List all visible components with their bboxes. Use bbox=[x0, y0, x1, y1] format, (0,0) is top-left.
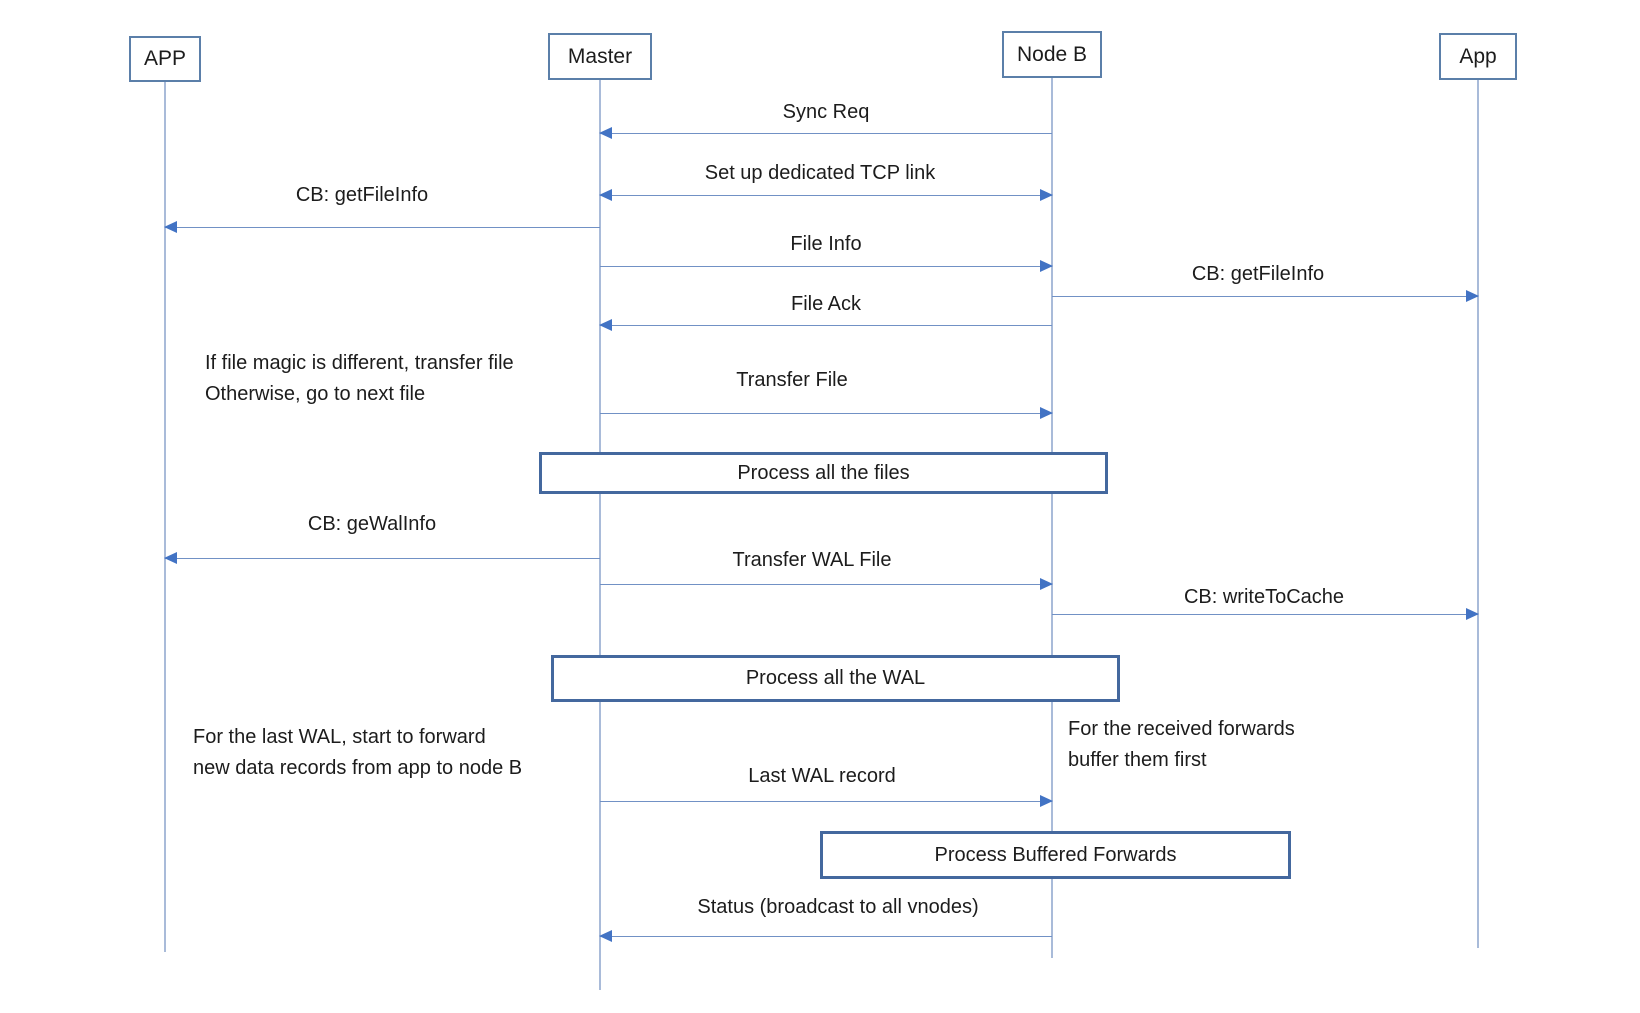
message-transfer-file-arrow bbox=[600, 407, 1053, 419]
message-cb-getfileinfo-left-label: CB: getFileInfo bbox=[295, 184, 429, 206]
message-transfer-wal-arrow bbox=[600, 578, 1053, 590]
note-file-magic: If file magic is different, transfer fil… bbox=[205, 352, 514, 405]
actor-box-app-left: APP bbox=[129, 36, 201, 82]
process-box-files: Process all the files bbox=[539, 452, 1108, 494]
message-status-broadcast-label: Status (broadcast to all vnodes) bbox=[697, 896, 979, 918]
message-tcp-link-arrow bbox=[599, 189, 1053, 201]
actor-box-app-right: App bbox=[1439, 33, 1517, 80]
message-last-wal-record-arrow bbox=[600, 795, 1053, 807]
message-file-ack-label: File Ack bbox=[790, 293, 862, 315]
note-last-wal-forward: For the last WAL, start to forward new d… bbox=[193, 726, 523, 779]
actor-box-node-b: Node B bbox=[1002, 31, 1102, 78]
message-sync-req-label: Sync Req bbox=[782, 101, 870, 123]
actor-label-node-b: Node B bbox=[1016, 42, 1088, 66]
actor-box-master: Master bbox=[548, 33, 652, 80]
lifeline-app-right bbox=[1477, 80, 1479, 948]
message-file-ack-arrow bbox=[599, 319, 1052, 331]
process-box-files-label: Process all the files bbox=[737, 461, 910, 484]
message-cb-writetocache-label: CB: writeToCache bbox=[1183, 586, 1345, 608]
message-file-info-label: File Info bbox=[790, 233, 862, 255]
process-box-buffered-forwards-label: Process Buffered Forwards bbox=[934, 843, 1177, 866]
process-box-wal: Process all the WAL bbox=[551, 655, 1120, 702]
message-transfer-file-label: Transfer File bbox=[736, 369, 848, 391]
note-received-forwards: For the received forwards buffer them fi… bbox=[1068, 718, 1295, 771]
message-file-info-arrow bbox=[600, 260, 1053, 272]
message-status-broadcast-arrow bbox=[599, 930, 1052, 942]
message-sync-req-arrow bbox=[599, 127, 1052, 139]
message-tcp-link-label: Set up dedicated TCP link bbox=[704, 162, 936, 184]
message-last-wal-record-label: Last WAL record bbox=[748, 765, 896, 787]
actor-label-master: Master bbox=[567, 44, 633, 68]
actor-label-app-left: APP bbox=[143, 47, 187, 70]
message-cb-writetocache-arrow bbox=[1052, 608, 1479, 620]
process-box-wal-label: Process all the WAL bbox=[745, 667, 926, 689]
message-cb-getfileinfo-right-arrow bbox=[1052, 290, 1479, 302]
lifeline-node-b bbox=[1051, 78, 1053, 958]
process-box-buffered-forwards: Process Buffered Forwards bbox=[820, 831, 1291, 879]
lifeline-app-left bbox=[164, 82, 166, 952]
message-cb-gewalinfo-arrow bbox=[164, 552, 600, 564]
message-cb-getfileinfo-left-arrow bbox=[164, 221, 600, 233]
message-cb-gewalinfo-label: CB: geWalInfo bbox=[307, 513, 437, 535]
message-transfer-wal-label: Transfer WAL File bbox=[732, 549, 892, 571]
message-cb-getfileinfo-right-label: CB: getFileInfo bbox=[1191, 263, 1325, 285]
lifeline-master bbox=[599, 80, 601, 990]
actor-label-app-right: App bbox=[1459, 44, 1497, 68]
